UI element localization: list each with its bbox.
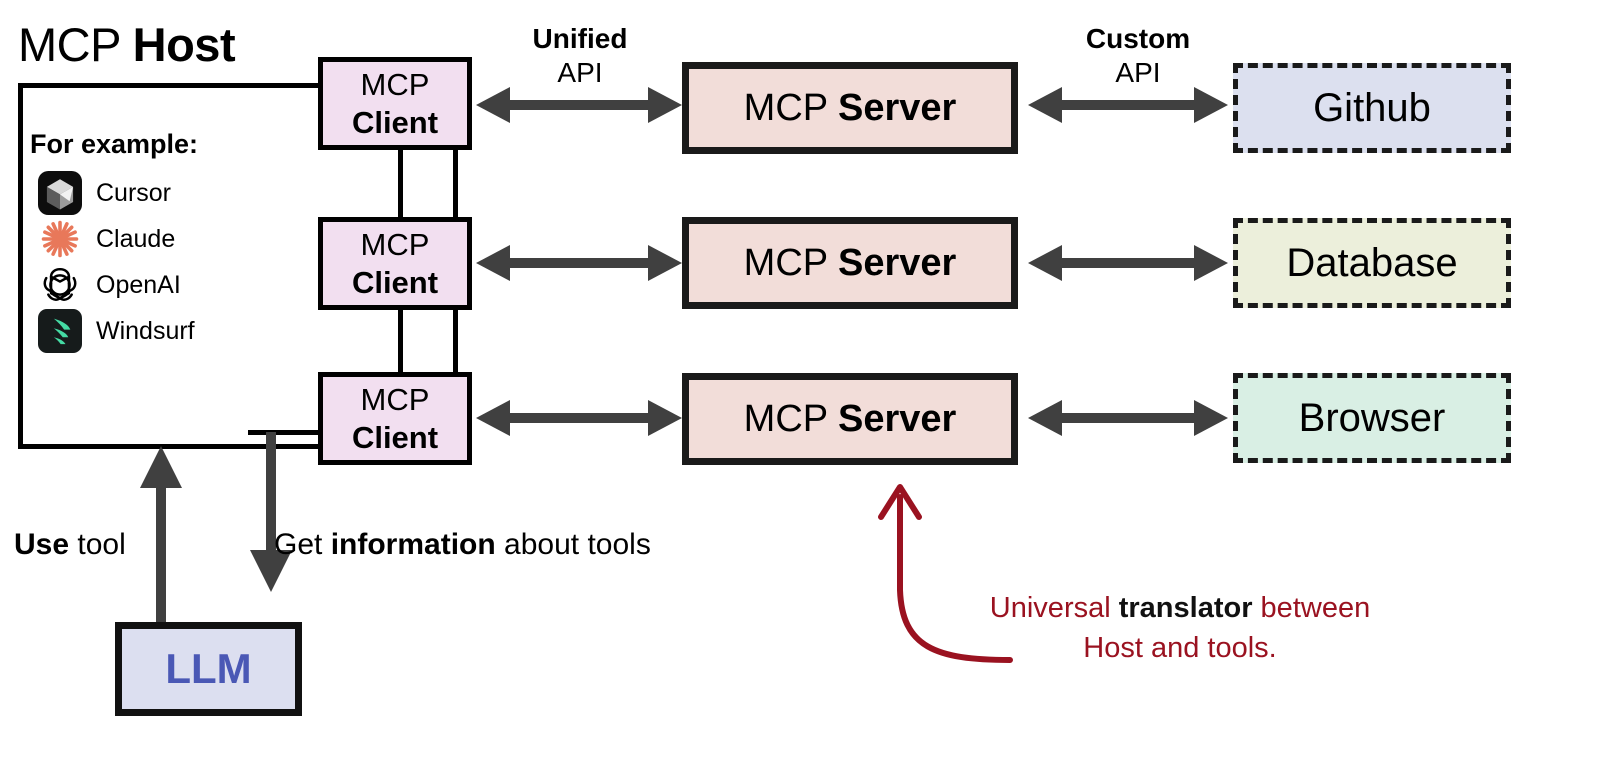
mcp-client-line1: MCP: [360, 66, 430, 102]
connector-client-1-to-2: [453, 148, 458, 223]
host-title-bold: Host: [132, 18, 236, 71]
annotation-text: Universal translator between Host and to…: [950, 588, 1410, 668]
use-tool-label: Use tool: [14, 527, 126, 563]
list-item-cursor: Cursor: [38, 170, 195, 216]
annotation-line1-pre: Universal: [989, 592, 1119, 624]
tool-label: Github: [1313, 86, 1431, 130]
mcp-client-box-3[interactable]: MCP Client: [318, 372, 472, 465]
host-title-light: MCP: [18, 18, 133, 71]
mcp-client-line2: Client: [351, 419, 439, 455]
llm-label: LLM: [165, 645, 252, 692]
unified-api-top: Unified: [532, 23, 628, 54]
arrow-server-tool-1: [1028, 87, 1228, 123]
for-example-label: For example:: [30, 129, 199, 159]
openai-icon: [43, 267, 77, 301]
mcp-server-box-3[interactable]: MCP Server: [682, 373, 1018, 465]
arrow-client-server-2: [476, 245, 682, 281]
claude-icon: [41, 220, 79, 258]
list-item-windsurf: Windsurf: [38, 308, 195, 354]
mcp-client-line1: MCP: [360, 226, 430, 262]
windsurf-icon: [38, 309, 82, 353]
example-label: Claude: [96, 225, 176, 253]
annotation-curved-arrow: [878, 484, 1013, 663]
page-title: MCP Host: [18, 17, 236, 73]
unified-api-bottom: API: [557, 57, 603, 88]
mcp-server-label: MCP Server: [743, 87, 957, 129]
custom-api-top: Custom: [1085, 23, 1191, 54]
mcp-client-box-2[interactable]: MCP Client: [318, 217, 472, 310]
arrow-client-server-1: [476, 87, 682, 123]
unified-api-label: Unified API: [480, 22, 680, 90]
get-information-label: Get information about tools: [274, 527, 651, 563]
example-label: Windsurf: [96, 317, 195, 345]
arrow-server-tool-3: [1028, 400, 1228, 436]
llm-box[interactable]: LLM: [115, 622, 302, 716]
list-item-openai: OpenAI: [38, 262, 195, 308]
arrow-server-tool-2: [1028, 245, 1228, 281]
annotation-line1-bold: translator: [1118, 592, 1253, 624]
example-label: OpenAI: [96, 271, 181, 299]
example-list: Cursor: [38, 170, 195, 354]
custom-api-bottom: API: [1115, 57, 1161, 88]
connector-client-2-to-3: [453, 303, 458, 381]
annotation-line2: Host and tools.: [1083, 632, 1277, 664]
mcp-client-line2: Client: [351, 104, 439, 140]
use-tool-rest: tool: [69, 528, 126, 561]
list-item-claude: Claude: [38, 216, 195, 262]
get-info-post: about tools: [495, 528, 651, 561]
tool-label: Browser: [1298, 396, 1446, 440]
use-tool-bold: Use: [14, 528, 70, 561]
arrow-use-tool: [140, 446, 182, 630]
mcp-server-box-1[interactable]: MCP Server: [682, 62, 1018, 154]
custom-api-label: Custom API: [1038, 22, 1238, 90]
arrow-get-information: [250, 432, 292, 592]
get-info-pre: Get: [274, 528, 331, 561]
tool-box-browser[interactable]: Browser: [1233, 373, 1511, 463]
get-info-bold: information: [330, 528, 496, 561]
tool-label: Database: [1286, 241, 1458, 285]
cursor-icon: [38, 171, 82, 215]
mcp-server-label: MCP Server: [743, 398, 957, 440]
mcp-server-box-2[interactable]: MCP Server: [682, 217, 1018, 309]
mcp-client-line2: Client: [351, 264, 439, 300]
mcp-client-line1: MCP: [360, 381, 430, 417]
tool-box-github[interactable]: Github: [1233, 63, 1511, 153]
tool-box-database[interactable]: Database: [1233, 218, 1511, 308]
mcp-client-box-1[interactable]: MCP Client: [318, 57, 472, 150]
arrow-client-server-3: [476, 400, 682, 436]
example-label: Cursor: [96, 179, 172, 207]
mcp-server-label: MCP Server: [743, 242, 957, 284]
annotation-line1-post: between: [1252, 592, 1371, 624]
